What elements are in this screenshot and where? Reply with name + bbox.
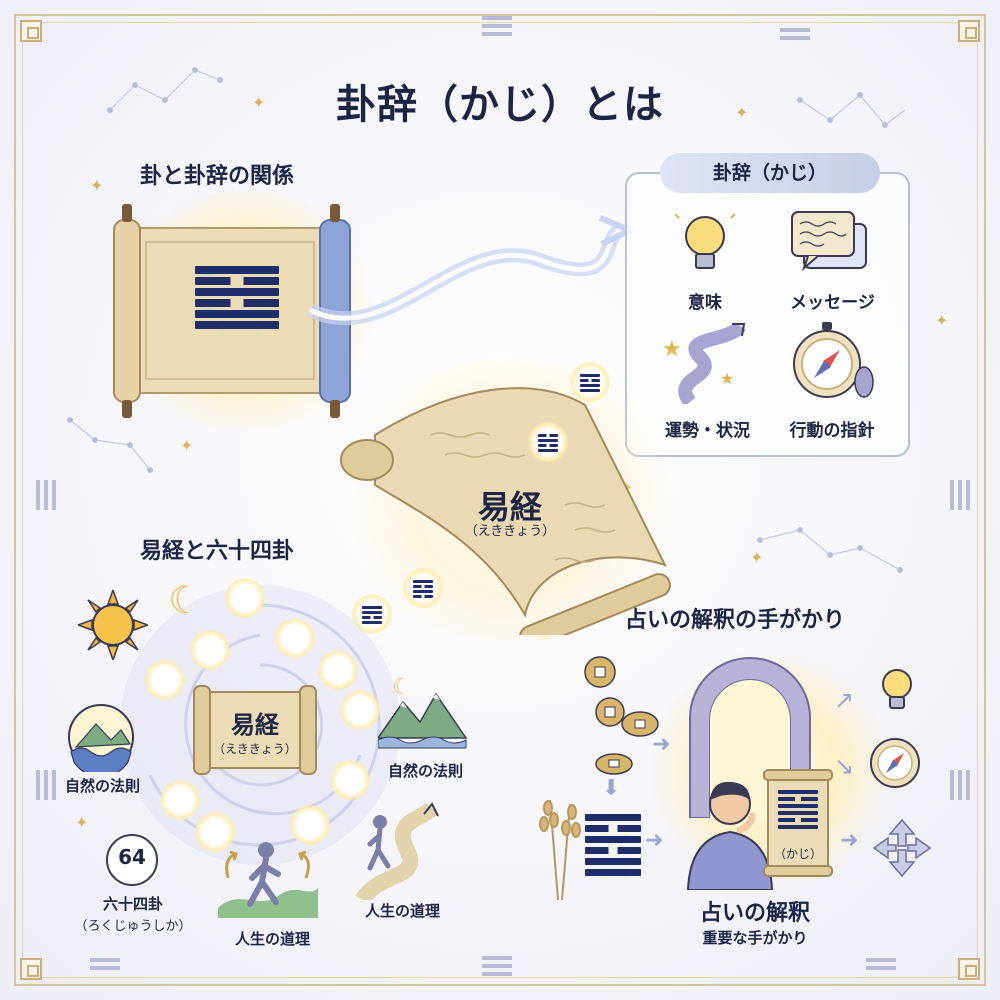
interpretation-title: 占いの解釈 <box>699 901 810 926</box>
trigram-ornament <box>950 480 974 514</box>
hexagram-chip <box>290 805 330 845</box>
center-scroll-reading: （えききょう） <box>464 524 556 539</box>
sparkle-icon: ✦ <box>90 176 104 195</box>
flow-arrow-swirl <box>306 215 633 326</box>
hexagram-chip <box>528 422 568 462</box>
sparkle-icon: ✦ <box>750 548 764 567</box>
number-label: 六十四卦 <box>102 895 163 913</box>
sparkle-icon: ✦ <box>180 436 194 455</box>
svg-text:★: ★ <box>662 337 682 362</box>
hexagram-chip <box>330 760 370 800</box>
trigram-ornament <box>36 480 60 514</box>
inner-frame <box>22 22 978 978</box>
section-heading-relation: 卦と卦辞の関係 <box>140 164 295 189</box>
sparkle-icon: ✦ <box>75 813 89 832</box>
coins-icon <box>584 656 659 775</box>
corner-ornament <box>20 958 42 980</box>
curved-arrow-icon: ↗ <box>834 686 855 714</box>
arrow-right-icon: ➜ <box>645 828 664 853</box>
scroll-tag: （かじ） <box>773 847 822 861</box>
life-label-right: 人生の道理 <box>364 902 440 920</box>
kaji-item-label: 運勢・状況 <box>665 421 750 441</box>
hexagram-chip <box>145 660 185 700</box>
trigram-ornament <box>866 958 896 974</box>
moon-icon: ☾ <box>392 675 412 700</box>
sparkle-icon: ✦ <box>735 103 749 122</box>
small-hexagram-icon <box>362 606 382 626</box>
compass-icon <box>870 738 920 788</box>
yarrow-stalks-icon <box>539 799 581 900</box>
trigram-ornament <box>482 16 512 40</box>
arrow-right-icon: ➜ <box>840 828 859 853</box>
kaji-panel <box>625 172 910 457</box>
trigram-ornament <box>780 28 810 44</box>
lightbulb-icon <box>675 213 735 269</box>
hexagram-chip <box>190 630 230 670</box>
corner-ornament <box>958 958 980 980</box>
mountain-landscape-icon <box>378 692 468 749</box>
trigram-ornament <box>482 956 512 980</box>
arrow-right-icon: ➜ <box>652 732 671 757</box>
trigram-ornament <box>36 770 60 804</box>
nature-label-right: 自然の法則 <box>387 762 463 780</box>
hexagram-chip <box>195 812 235 852</box>
hexagram-chip <box>318 650 358 690</box>
speech-bubble-icon <box>791 211 867 272</box>
trigram-ornament <box>90 958 120 974</box>
curved-arrow-icon: ↘ <box>834 752 855 780</box>
small-scroll-title: 易経 <box>231 711 279 739</box>
sparkle-icon: ✦ <box>935 311 949 330</box>
small-scroll-reading: （えききょう） <box>213 742 297 756</box>
directional-arrows-icon <box>872 818 932 878</box>
outer-frame <box>14 14 986 986</box>
thinking-person-icon <box>686 781 774 890</box>
number-badge <box>106 834 158 886</box>
small-hexagram-icon <box>413 580 433 600</box>
section-heading-iching64: 易経と六十四卦 <box>140 539 295 564</box>
arrow-down-icon: ⬇ <box>602 776 621 801</box>
hexagram-chip <box>570 362 610 402</box>
hexagram-chip <box>340 690 380 730</box>
kaji-item-label: 行動の指針 <box>789 421 875 441</box>
life-label-left: 人生の道理 <box>234 930 310 948</box>
lightbulb-icon <box>882 669 912 709</box>
interpretation-subtitle: 重要な手がかり <box>702 929 808 947</box>
corner-ornament <box>958 20 980 42</box>
svg-text:★: ★ <box>720 369 734 388</box>
moon-icon: ☾ <box>168 578 203 622</box>
ekikyo-small-scroll <box>193 685 317 775</box>
walking-person-icon <box>218 842 318 918</box>
kaji-item-label: 意味 <box>688 293 722 313</box>
page-title: 卦辞（かじ）とは <box>336 82 664 128</box>
nature-label-left: 自然の法則 <box>64 777 140 795</box>
nature-wave-mountain-icon <box>68 704 134 772</box>
number-reading: （ろくじゅうしか） <box>74 919 192 934</box>
kaji-panel-header: 卦辞（かじ） <box>660 153 880 193</box>
hexagram-chip <box>225 578 265 618</box>
compass-footprint-icon <box>793 322 874 398</box>
result-hexagram-icon <box>585 814 641 880</box>
hexagram-chip <box>160 780 200 820</box>
center-scroll-title: 易経 <box>477 488 542 526</box>
kaji-item-label: メッセージ <box>790 293 875 313</box>
trigram-ornament <box>950 770 974 804</box>
path-hiker-icon <box>355 802 439 900</box>
central-ekikyo-scroll <box>340 387 671 635</box>
section-heading-clues: 占いの解釈の手がかり <box>625 608 846 633</box>
sun-icon <box>78 590 148 660</box>
corner-ornament <box>20 20 42 42</box>
sparkle-icon: ✦ <box>252 93 266 112</box>
large-hexagram-icon <box>195 266 279 332</box>
small-hexagram-icon <box>538 434 558 454</box>
hexagram-chip <box>403 568 443 608</box>
small-hexagram-icon <box>580 374 600 394</box>
hexagram-chip <box>352 594 392 634</box>
scroll-hexagram-icon <box>778 790 818 832</box>
hexagram-chip <box>275 618 315 658</box>
winding-path-stars-icon: ★ ★ <box>662 322 746 404</box>
hexagram-count: 64 <box>118 845 146 869</box>
